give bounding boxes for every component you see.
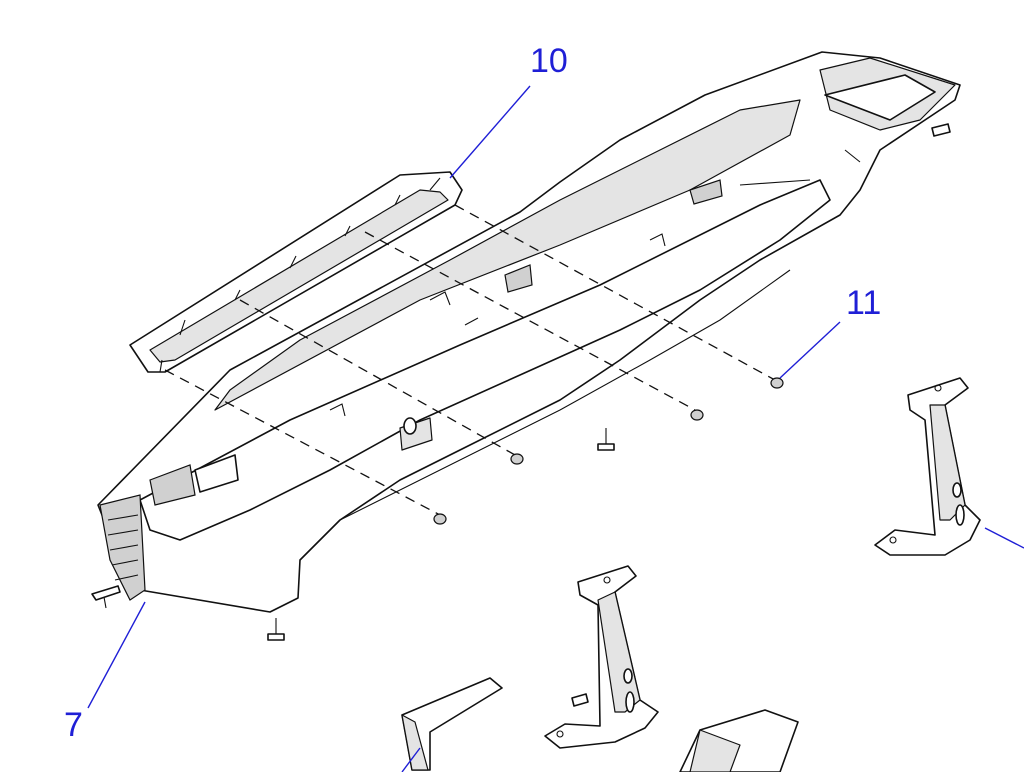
- lower-center-bracket: [544, 565, 659, 749]
- lower-right-partial-part: [679, 709, 799, 773]
- nut-fasteners: [433, 377, 784, 525]
- callout-10: 10: [530, 42, 568, 80]
- callout-11: 11: [846, 284, 882, 322]
- assembly-lines: [164, 204, 776, 516]
- right-mounting-bracket: [874, 377, 981, 556]
- callout-7: 7: [64, 706, 83, 744]
- callout-leaders: [87, 85, 1024, 773]
- bumper-body-part: [97, 51, 961, 613]
- lower-left-bracket: [401, 677, 503, 771]
- screw-fasteners: [91, 123, 951, 707]
- upper-grille-part: [129, 171, 463, 373]
